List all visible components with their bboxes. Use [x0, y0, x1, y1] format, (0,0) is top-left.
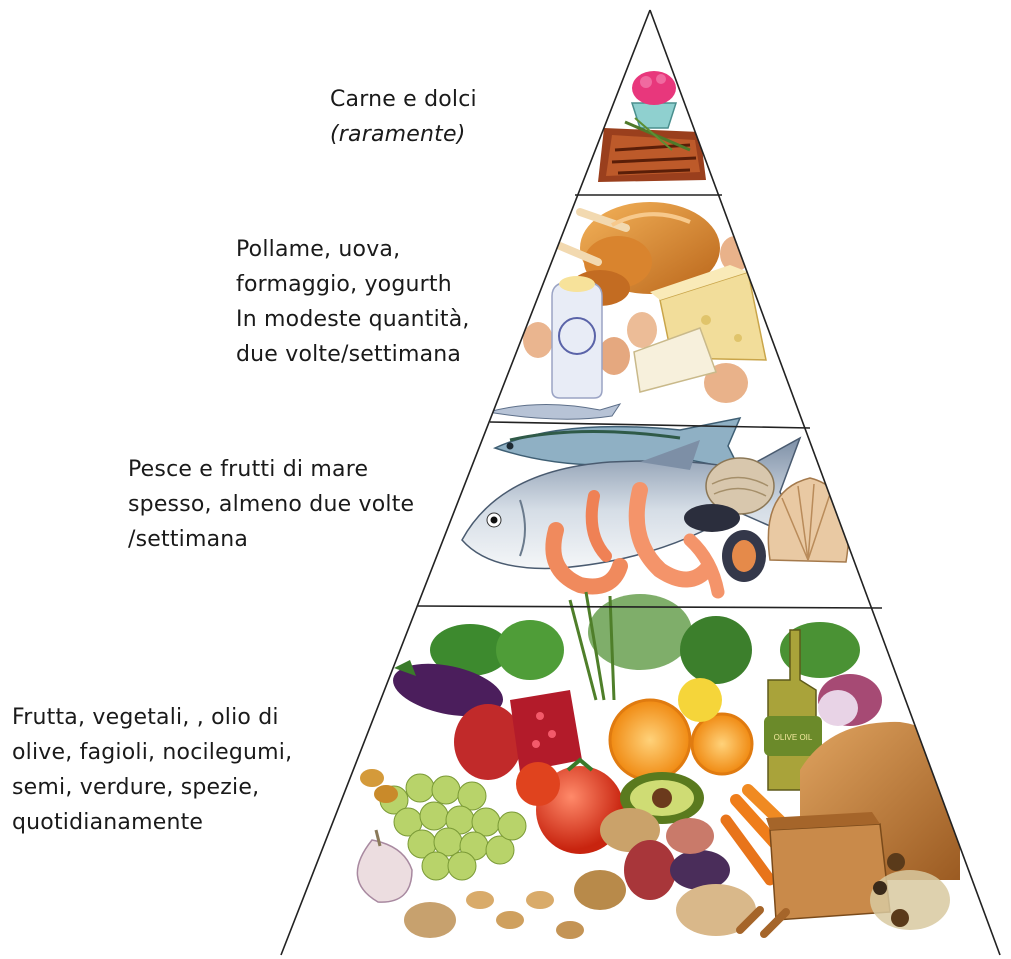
- tier-label-line: In modeste quantità,: [236, 302, 470, 337]
- tier-poultry-dairy-art: [523, 202, 783, 403]
- tier-label-line: olive, fagioli, nocilegumi,: [12, 735, 292, 770]
- tier-label-line: Pesce e frutti di mare: [128, 452, 414, 487]
- food-artwork: OLIVE OIL: [357, 71, 960, 939]
- tier-label-line: formaggio, yogurth: [236, 267, 470, 302]
- tier-meat-sweets-art: [598, 71, 706, 182]
- olive-oil-label: OLIVE OIL: [774, 733, 813, 742]
- ice-cream-cup-icon: [632, 71, 676, 128]
- tier-label-line: Pollame, uova,: [236, 232, 470, 267]
- tier-plant-foods-art: OLIVE OIL: [357, 592, 960, 939]
- tier-label-line: semi, verdure, spezie,: [12, 770, 292, 805]
- garlic-icon: [357, 830, 412, 902]
- tier-label-meat-sweets: Carne e dolci (raramente): [330, 82, 477, 152]
- yogurt-bottle-icon: [552, 276, 602, 398]
- tier-label-poultry-dairy: Pollame, uova, formaggio, yogurth In mod…: [236, 232, 470, 372]
- mackerel-icon: [488, 404, 740, 470]
- onion-icon: [818, 674, 882, 726]
- tier-label-line: due volte/settimana: [236, 337, 470, 372]
- tier-label-note: (raramente): [330, 117, 477, 152]
- orange-icon: [610, 678, 752, 780]
- tier-divider-3: [418, 606, 882, 608]
- tier-label-line: Frutta, vegetali, , olio di: [12, 700, 292, 735]
- tier-label-line: spesso, almeno due volte: [128, 487, 414, 522]
- tier-fish-seafood-art: [462, 404, 848, 592]
- tier-label-fish-seafood: Pesce e frutti di mare spesso, almeno du…: [128, 452, 414, 557]
- tier-label-plant-foods: Frutta, vegetali, , olio di olive, fagio…: [12, 700, 292, 840]
- tier-label-line: quotidianamente: [12, 805, 292, 840]
- tier-label-line: /settimana: [128, 522, 414, 557]
- tier-label-line: Carne e dolci: [330, 82, 477, 117]
